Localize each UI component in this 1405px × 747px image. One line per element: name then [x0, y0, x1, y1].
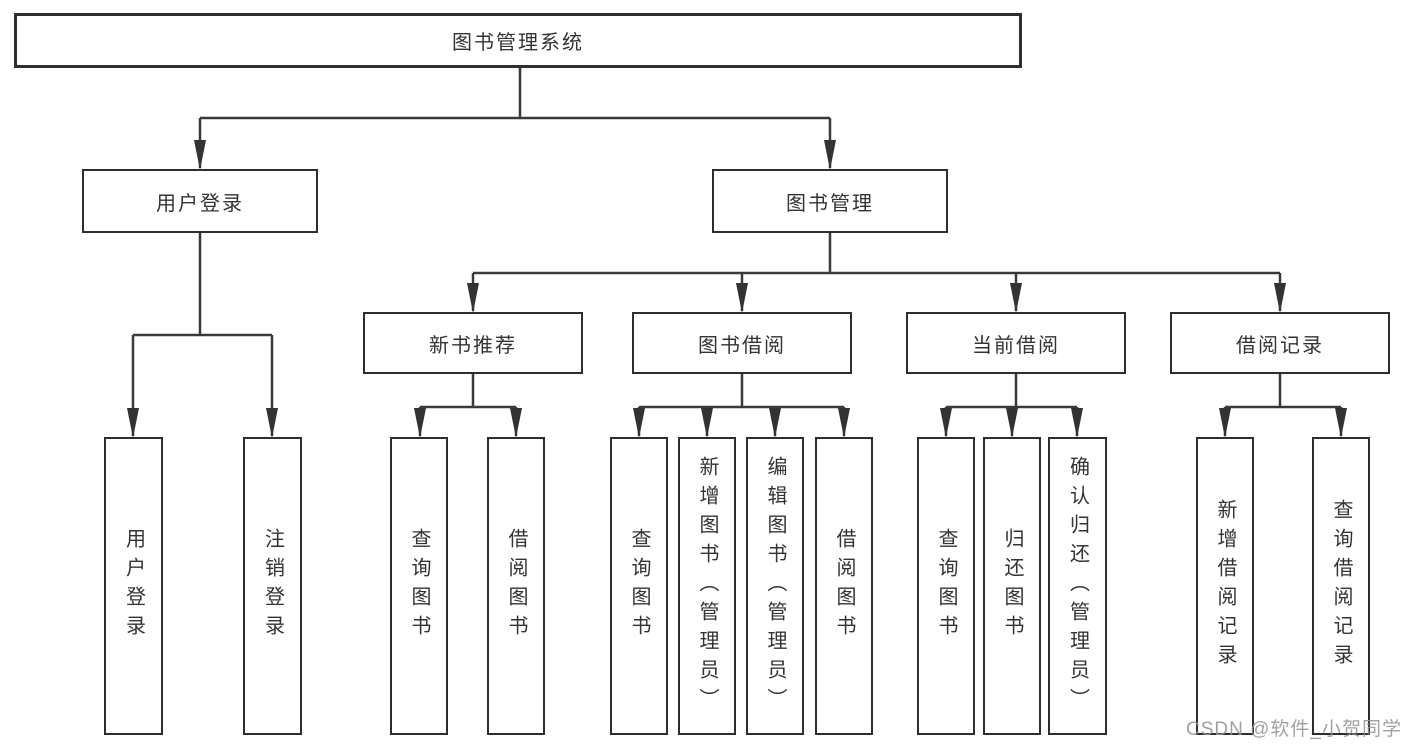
arrowhead-down-icon	[824, 140, 836, 170]
node-root: 图书管理系统	[14, 13, 1022, 68]
node-book-management: 图书管理	[712, 169, 948, 233]
arrowhead-down-icon	[736, 283, 748, 313]
node-book-borrow: 图书借阅	[632, 312, 852, 374]
arrowhead-down-icon	[1010, 283, 1022, 313]
arrowhead-down-icon	[940, 408, 952, 438]
node-confirm-return-admin-leaf: 确认归还（管理员）	[1048, 437, 1107, 735]
node-borrow-records: 借阅记录	[1170, 312, 1390, 374]
node-logout-leaf: 注销登录	[243, 437, 302, 735]
connector-book-borrow-subtree	[637, 374, 846, 436]
csdn-watermark: CSDN @软件_小贺同学	[1186, 719, 1402, 740]
node-query-books-leaf: 查询图书	[390, 437, 448, 735]
arrowhead-down-icon	[633, 408, 645, 438]
node-new-book-recommend: 新书推荐	[363, 312, 583, 374]
arrowhead-down-icon	[266, 408, 278, 438]
node-query-books-leaf: 查询图书	[610, 437, 668, 735]
node-query-borrow-record-leaf: 查询借阅记录	[1312, 437, 1370, 735]
arrowhead-down-icon	[127, 408, 139, 438]
arrowhead-down-icon	[1006, 408, 1018, 438]
node-user-login: 用户登录	[82, 169, 318, 233]
node-borrow-books-leaf: 借阅图书	[815, 437, 873, 735]
arrowhead-down-icon	[838, 408, 850, 438]
node-return-books-leaf: 归还图书	[983, 437, 1041, 735]
node-query-books-leaf: 查询图书	[917, 437, 975, 735]
connector-book-management-subtree	[471, 233, 1282, 311]
arrowhead-down-icon	[510, 408, 522, 438]
connector-root-to-level2	[198, 68, 832, 168]
arrowhead-down-icon	[1219, 408, 1231, 438]
arrowhead-down-icon	[1335, 408, 1347, 438]
arrowhead-down-icon	[414, 408, 426, 438]
connector-borrow-records-subtree	[1223, 374, 1343, 436]
node-edit-books-admin-leaf: 编辑图书（管理员）	[746, 437, 804, 735]
connector-new-book-subtree	[418, 374, 518, 436]
node-add-books-admin-leaf: 新增图书（管理员）	[678, 437, 736, 735]
node-borrow-books-leaf: 借阅图书	[487, 437, 545, 735]
node-user-login-leaf: 用户登录	[104, 437, 163, 735]
node-add-borrow-record-leaf: 新增借阅记录	[1196, 437, 1254, 735]
arrowhead-down-icon	[194, 140, 206, 170]
arrowhead-down-icon	[769, 408, 781, 438]
node-current-borrow: 当前借阅	[906, 312, 1126, 374]
arrowhead-down-icon	[1274, 283, 1286, 313]
arrowhead-down-icon	[701, 408, 713, 438]
arrowhead-down-icon	[1071, 408, 1083, 438]
arrowhead-down-icon	[467, 283, 479, 313]
connector-user-login-subtree	[131, 233, 274, 436]
